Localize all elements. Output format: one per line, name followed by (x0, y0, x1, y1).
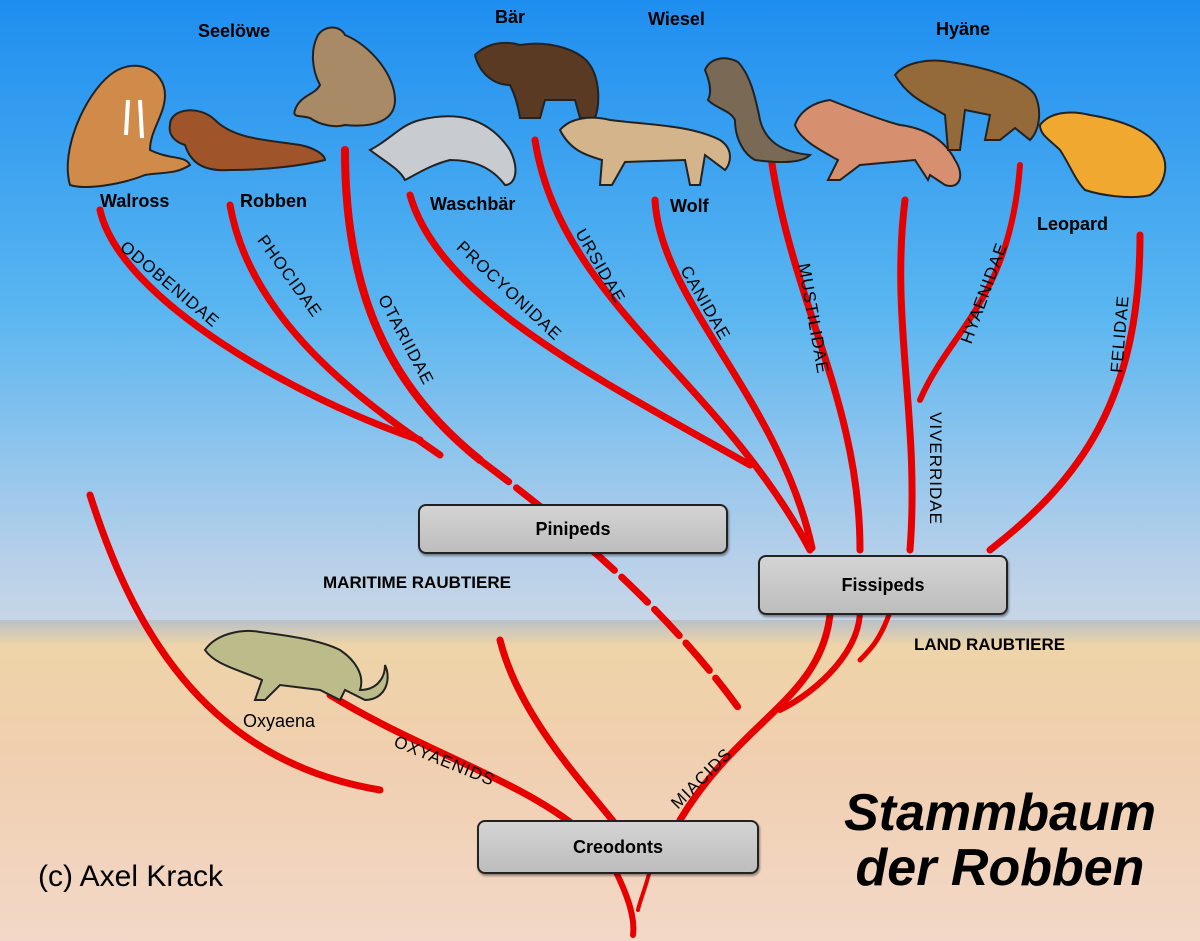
creodonts-box: Creodonts (477, 820, 759, 874)
branch-oxyaenids-1 (86, 491, 384, 794)
title-line-1: Stammbaum (843, 784, 1157, 842)
weasel-figure (703, 57, 813, 163)
label-maritime-raubtiere: MARITIME RAUBTIERE (323, 573, 511, 592)
label-wolf: Wolf (670, 196, 709, 216)
branch-ursidae (531, 136, 814, 554)
label-oxyaena: Oxyaena (243, 711, 316, 731)
branch-canidae (651, 196, 816, 552)
branch-root (612, 867, 637, 938)
label-viverridae: VIVERRIDAE (926, 412, 945, 525)
branch-creodont-stem (496, 636, 624, 834)
branches (86, 136, 1144, 938)
diagram-title: Stammbaum der Robben (835, 786, 1165, 895)
branch-otariidae (341, 146, 484, 464)
branch-root-2 (636, 868, 652, 912)
branch-oxyaenids-2 (326, 691, 584, 834)
pinipeds-box: Pinipeds (418, 504, 728, 554)
walrus-figure (66, 64, 192, 188)
branch-hyaenidae (917, 162, 1023, 403)
label-seeloewe: Seelöwe (198, 21, 271, 41)
copyright: (c) Axel Krack (38, 860, 224, 893)
bear-figure (473, 41, 600, 119)
leopard-figure (1038, 111, 1167, 199)
label-waschbaer: Waschbär (430, 194, 516, 214)
label-wiesel: Wiesel (648, 9, 705, 29)
branch-procyonidae (406, 191, 754, 469)
branch-felidae (986, 231, 1144, 554)
label-robben: Robben (240, 191, 307, 211)
branch-viverridae (897, 196, 916, 554)
label-leopard: Leopard (1037, 214, 1109, 234)
sea-lion-figure (293, 26, 397, 128)
oxyaena-figure (203, 629, 389, 702)
branch-phocidae (226, 201, 444, 459)
branch-mustilidae (766, 146, 864, 554)
branch-miacids (676, 611, 834, 824)
label-baer: Bär (495, 7, 526, 27)
wolf-figure (558, 116, 731, 186)
label-walross: Walross (100, 191, 170, 211)
branch-fissiped-stem-2 (857, 609, 893, 663)
branch-odobenidae (96, 206, 424, 444)
title-line-2: der Robben (855, 838, 1145, 897)
label-hyaene: Hyäne (936, 19, 991, 39)
raccoon-figure (368, 115, 517, 187)
hyena-figure (893, 59, 1041, 151)
fissipeds-box: Fissipeds (758, 555, 1008, 615)
ground-background (0, 620, 1200, 941)
branch-fissiped-stem-1 (777, 607, 863, 713)
label-land-raubtiere: LAND RAUBTIERE (914, 635, 1066, 654)
branch-otariidae-dashed (476, 456, 744, 714)
seal-figure (168, 109, 327, 172)
